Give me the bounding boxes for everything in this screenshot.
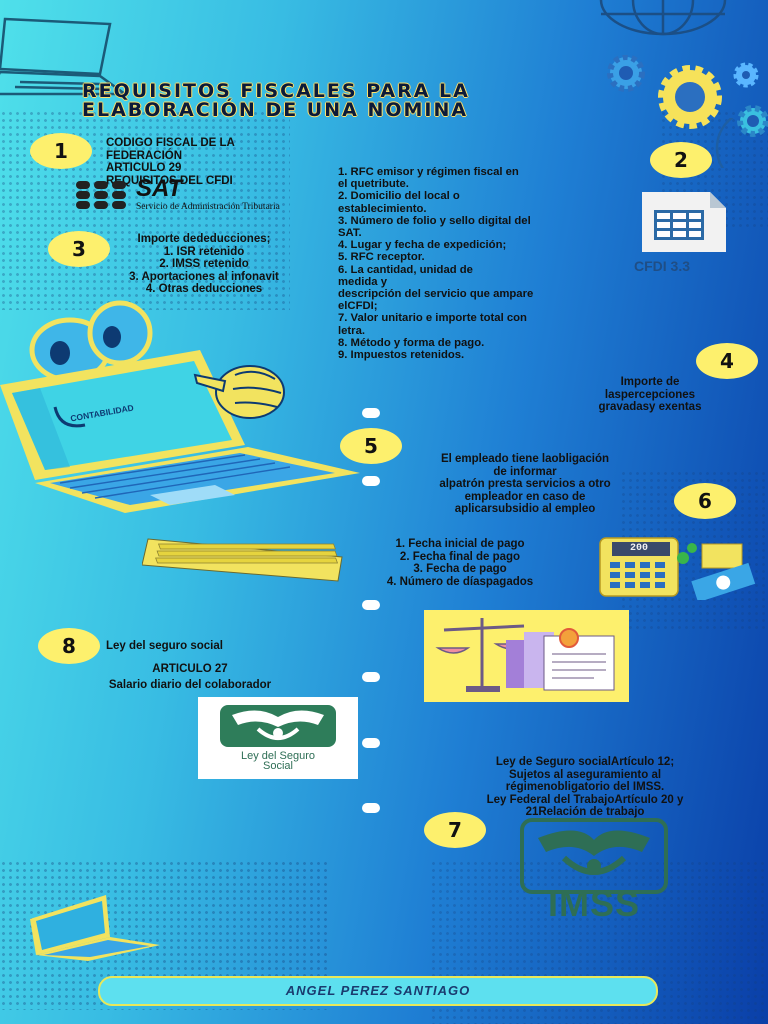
section-1-text: CODIGO FISCAL DE LA FEDERACIÓN ARTICULO …: [106, 137, 235, 187]
section-4-number: 4: [696, 343, 758, 379]
sat-logo: SAT Servicio de Administración Tributari…: [74, 175, 306, 217]
section-5-number: 5: [340, 428, 402, 464]
sat-logo-caption: Servicio de Administración Tributaria: [136, 202, 280, 212]
page-title: REQUISITOS FISCALES PARA LA ELABORACIÓN …: [82, 82, 702, 120]
section-3-number: 3: [48, 231, 110, 267]
section-1-number: 1: [30, 133, 92, 169]
small-laptop-illustration: [30, 895, 160, 961]
section-6-text: 1. Fecha inicial de pago 2. Fecha final …: [386, 538, 534, 588]
sat-mark-icon: [76, 181, 126, 209]
section-7-number: 7: [424, 812, 486, 848]
timeline-dot: [362, 476, 380, 486]
keyboard-illustration: [142, 538, 343, 582]
title-line-1: REQUISITOS FISCALES PARA LA: [82, 80, 470, 102]
laptop-outline-icon: [0, 17, 129, 96]
timeline-dot: [362, 738, 380, 748]
scales-documents-icon: [435, 618, 615, 692]
laptop-mascot-illustration: [0, 300, 360, 513]
section-8-number: 8: [38, 628, 100, 664]
section-3-text: Importe dededucciones; 1. ISR retenido 2…: [129, 233, 279, 295]
section-5-text: El empleado tiene laobligación de inform…: [439, 453, 611, 515]
section-6-number: 6: [674, 483, 736, 519]
author-banner: ANGEL PEREZ SANTIAGO: [98, 976, 658, 1006]
ley-seguro-social-logo: Ley del Seguro Social: [198, 697, 358, 779]
timeline-dot: [362, 803, 380, 813]
section-8-heading: Ley del seguro social: [106, 640, 223, 652]
calculator-display: 200: [630, 543, 649, 554]
section-7-text: Ley de Seguro socialArtículo 12; Sujetos…: [486, 756, 684, 818]
section-8-text: ARTICULO 27 Salario diario del colaborad…: [108, 663, 272, 691]
section-4-text: Importe de laspercepciones gravadasy exe…: [598, 376, 702, 413]
globe-partial-icon: [715, 118, 734, 168]
ley-logo-text: Ley del Seguro Social: [241, 750, 315, 772]
section-2-number: 2: [650, 142, 712, 178]
cfdi-document-icon: [642, 192, 726, 252]
title-line-2: ELABORACIÓN DE UNA NOMINA: [82, 99, 469, 121]
cfdi-label: CFDI 3.3: [634, 258, 691, 274]
imss-logo-icon: [520, 818, 668, 894]
globe-icon: [599, 0, 727, 36]
gears-icon: [607, 55, 768, 137]
section-2-text: 1. RFC emisor y régimen fiscal en el que…: [338, 166, 534, 362]
imss-eagle-icon: [220, 705, 336, 747]
timeline-dot: [362, 672, 380, 682]
imss-logo-text: IMSS: [547, 883, 640, 924]
sat-logo-name: SAT: [136, 175, 183, 202]
justice-illustration-card: [424, 610, 629, 702]
timeline-dot: [362, 408, 380, 418]
timeline-dot: [362, 600, 380, 610]
calculator-money-illustration: [599, 537, 756, 600]
